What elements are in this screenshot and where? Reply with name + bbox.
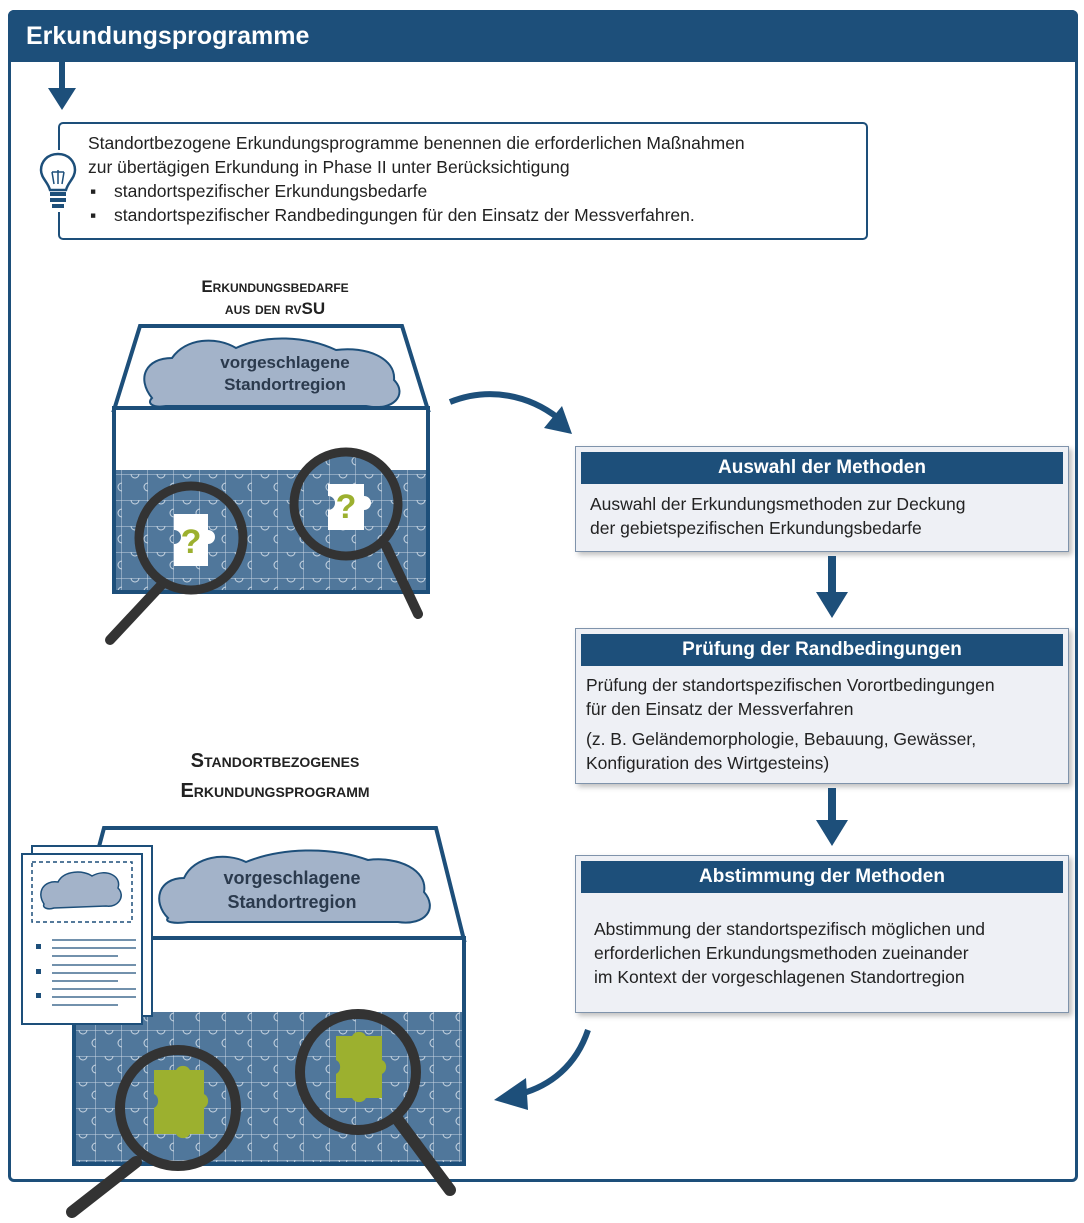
curved-arrow-icon bbox=[448, 391, 572, 434]
top-region-label: vorgeschlagene Standortregion bbox=[200, 352, 370, 396]
info-bullet-1: standortspezifischer Erkundungsbedarfe bbox=[88, 179, 868, 203]
step-pruefung-note-2: Konfiguration des Wirtgesteins) bbox=[586, 753, 830, 773]
step-pruefung-line-1: Prüfung der standortspezifischen Vorortb… bbox=[586, 675, 995, 695]
top-block-label: Erkundungsbedarfe aus den rvSU bbox=[140, 276, 410, 320]
top-region-line-2: Standortregion bbox=[224, 375, 346, 394]
bottom-region-line-1: vorgeschlagene bbox=[223, 868, 361, 888]
info-line-2: zur übertägigen Erkundung in Phase II un… bbox=[88, 157, 570, 177]
step-abstimmung-title: Abstimmung der Methoden bbox=[581, 861, 1063, 893]
curved-arrow-icon bbox=[494, 1029, 591, 1110]
title-bar bbox=[8, 10, 1078, 62]
down-arrow-icon bbox=[816, 556, 848, 618]
step-abstimmung: Abstimmung der Methoden Abstimmung der s… bbox=[575, 855, 1069, 1013]
bottom-label-line-1: Standortbezogenes bbox=[190, 750, 360, 772]
info-text: Standortbezogene Erkundungsprogramme ben… bbox=[88, 131, 868, 227]
step-pruefung-line-2: für den Einsatz der Messverfahren bbox=[586, 699, 854, 719]
top-region-line-1: vorgeschlagene bbox=[220, 353, 350, 372]
bottom-block-label: Standortbezogenes Erkundungsprogramm bbox=[110, 746, 440, 806]
step-abstimmung-line-1: Abstimmung der standortspezifisch möglic… bbox=[594, 919, 986, 939]
step-pruefung: Prüfung der Randbedingungen Prüfung der … bbox=[575, 628, 1069, 784]
step-pruefung-title: Prüfung der Randbedingungen bbox=[581, 634, 1063, 666]
page-title: Erkundungsprogramme bbox=[26, 22, 310, 50]
step-pruefung-note-1: (z. B. Geländemorphologie, Bebauung, Gew… bbox=[586, 729, 977, 749]
step-auswahl-line-2: der gebietspezifischen Erkundungsbedarfe bbox=[590, 518, 922, 538]
step-abstimmung-line-3: im Kontext der vorgeschlagenen Standortr… bbox=[594, 967, 965, 987]
bottom-label-line-2: Erkundungsprogramm bbox=[180, 780, 370, 802]
top-label-line-1: Erkundungsbedarfe bbox=[201, 277, 349, 296]
lightbulb-icon bbox=[38, 150, 78, 212]
svg-text:?: ? bbox=[181, 523, 202, 561]
bottom-region-line-2: Standortregion bbox=[227, 892, 357, 912]
top-block-illustration: ? ? bbox=[105, 324, 431, 645]
down-arrow-icon bbox=[816, 788, 848, 846]
bottom-block-illustration bbox=[21, 826, 467, 1218]
step-auswahl: Auswahl der Methoden Auswahl der Erkundu… bbox=[575, 446, 1069, 552]
down-arrow-icon bbox=[48, 62, 76, 110]
bottom-region-label: vorgeschlagene Standortregion bbox=[194, 866, 390, 914]
step-auswahl-line-1: Auswahl der Erkundungsmethoden zur Decku… bbox=[590, 494, 966, 514]
info-bullet-2: standortspezifischer Randbedingungen für… bbox=[88, 203, 868, 227]
info-line-1: Standortbezogene Erkundungsprogramme ben… bbox=[88, 133, 745, 153]
step-auswahl-title: Auswahl der Methoden bbox=[581, 452, 1063, 484]
step-abstimmung-line-2: erforderlichen Erkundungsmethoden zueina… bbox=[594, 943, 969, 963]
svg-text:?: ? bbox=[336, 488, 357, 526]
top-label-line-2: aus den rvSU bbox=[224, 299, 326, 318]
